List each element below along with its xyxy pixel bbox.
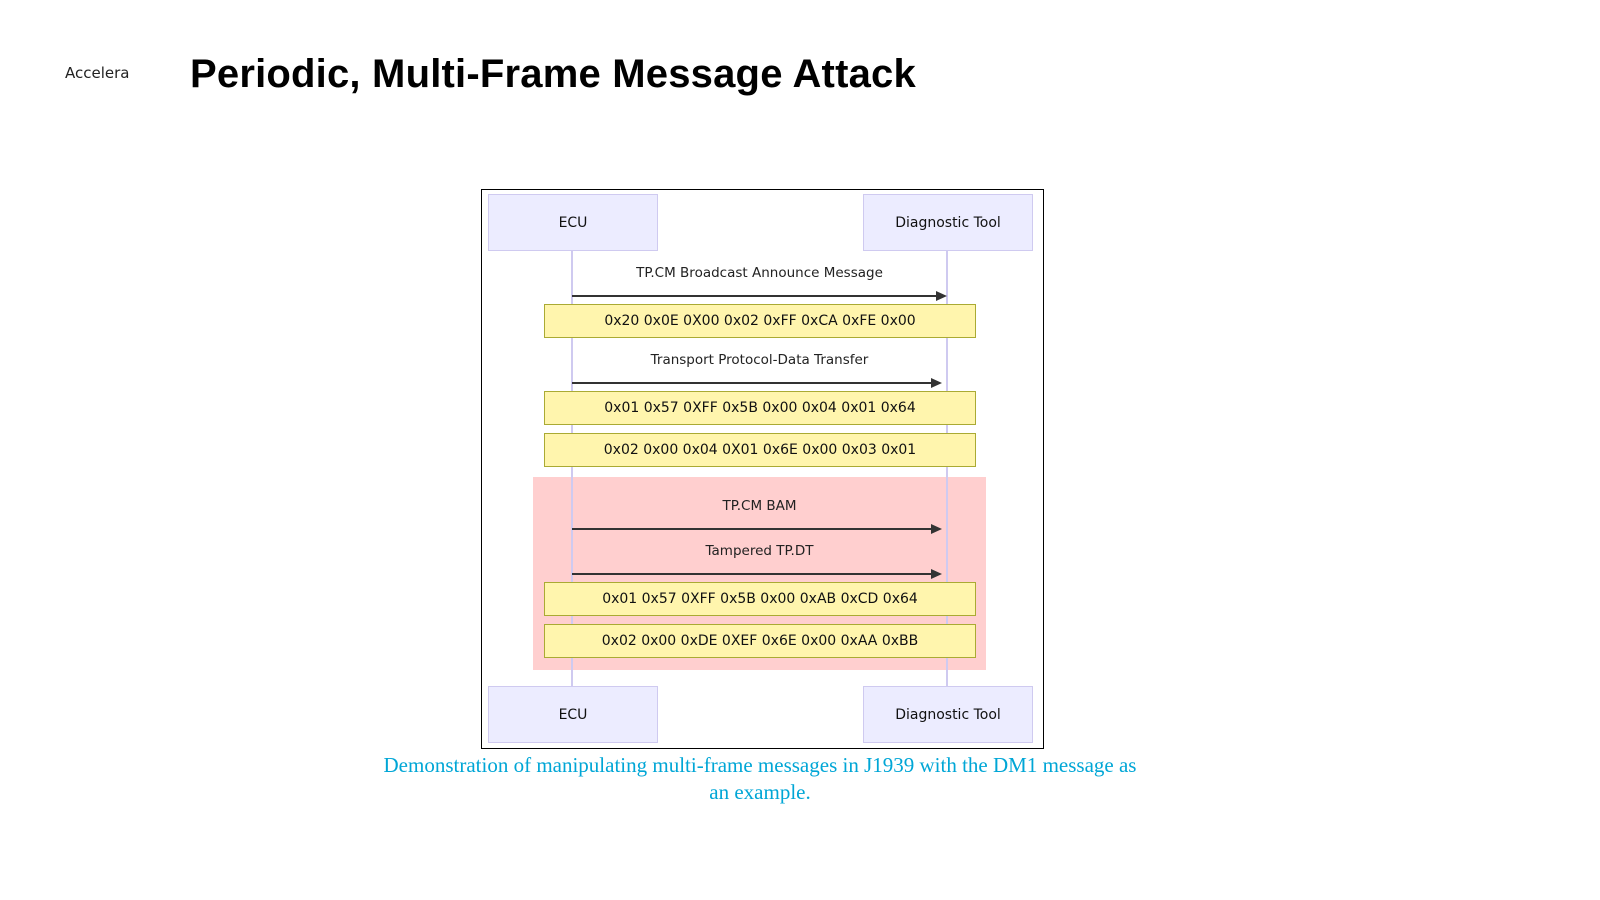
frame-note: 0x01 0x57 0XFF 0x5B 0x00 0x04 0x01 0x64 — [544, 391, 976, 425]
message-label: TP.CM BAM — [722, 498, 797, 514]
figure-caption: Demonstration of manipulating multi-fram… — [383, 753, 1137, 804]
frame-note: 0x02 0x00 0x04 0X01 0x6E 0x00 0x03 0x01 — [544, 433, 976, 467]
sequence-diagram: ECU Diagnostic Tool TP.CM Broadcast Anno… — [481, 189, 1044, 749]
ecu-lifeline — [571, 247, 573, 693]
message-label: Tampered TP.DT — [705, 543, 814, 559]
arrow-head-icon — [936, 291, 947, 301]
frame-note: 0x20 0x0E 0X00 0x02 0xFF 0xCA 0xFE 0x00 — [544, 304, 976, 338]
message-label: Transport Protocol-Data Transfer — [650, 352, 869, 368]
message-arrow — [572, 528, 931, 530]
message-arrow — [572, 573, 931, 575]
ecu-actor-bottom: ECU — [488, 686, 658, 743]
diagnostic-tool-actor-bottom: Diagnostic Tool — [863, 686, 1033, 743]
tampered-frame-note: 0x02 0x00 0xDE 0XEF 0x6E 0x00 0xAA 0xBB — [544, 624, 976, 658]
brand-label: Accelera — [65, 64, 130, 82]
message-arrow — [572, 295, 936, 297]
diagnostic-tool-actor-top: Diagnostic Tool — [863, 194, 1033, 251]
tampered-frame-note: 0x01 0x57 0XFF 0x5B 0x00 0xAB 0xCD 0x64 — [544, 582, 976, 616]
message-arrow — [572, 382, 931, 384]
arrow-head-icon — [931, 378, 942, 388]
slide-title: Periodic, Multi-Frame Message Attack — [190, 52, 916, 96]
arrow-head-icon — [931, 524, 942, 534]
ecu-actor-top: ECU — [488, 194, 658, 251]
diagnostic-tool-lifeline — [946, 247, 948, 693]
message-label: TP.CM Broadcast Announce Message — [636, 265, 883, 281]
arrow-head-icon — [931, 569, 942, 579]
